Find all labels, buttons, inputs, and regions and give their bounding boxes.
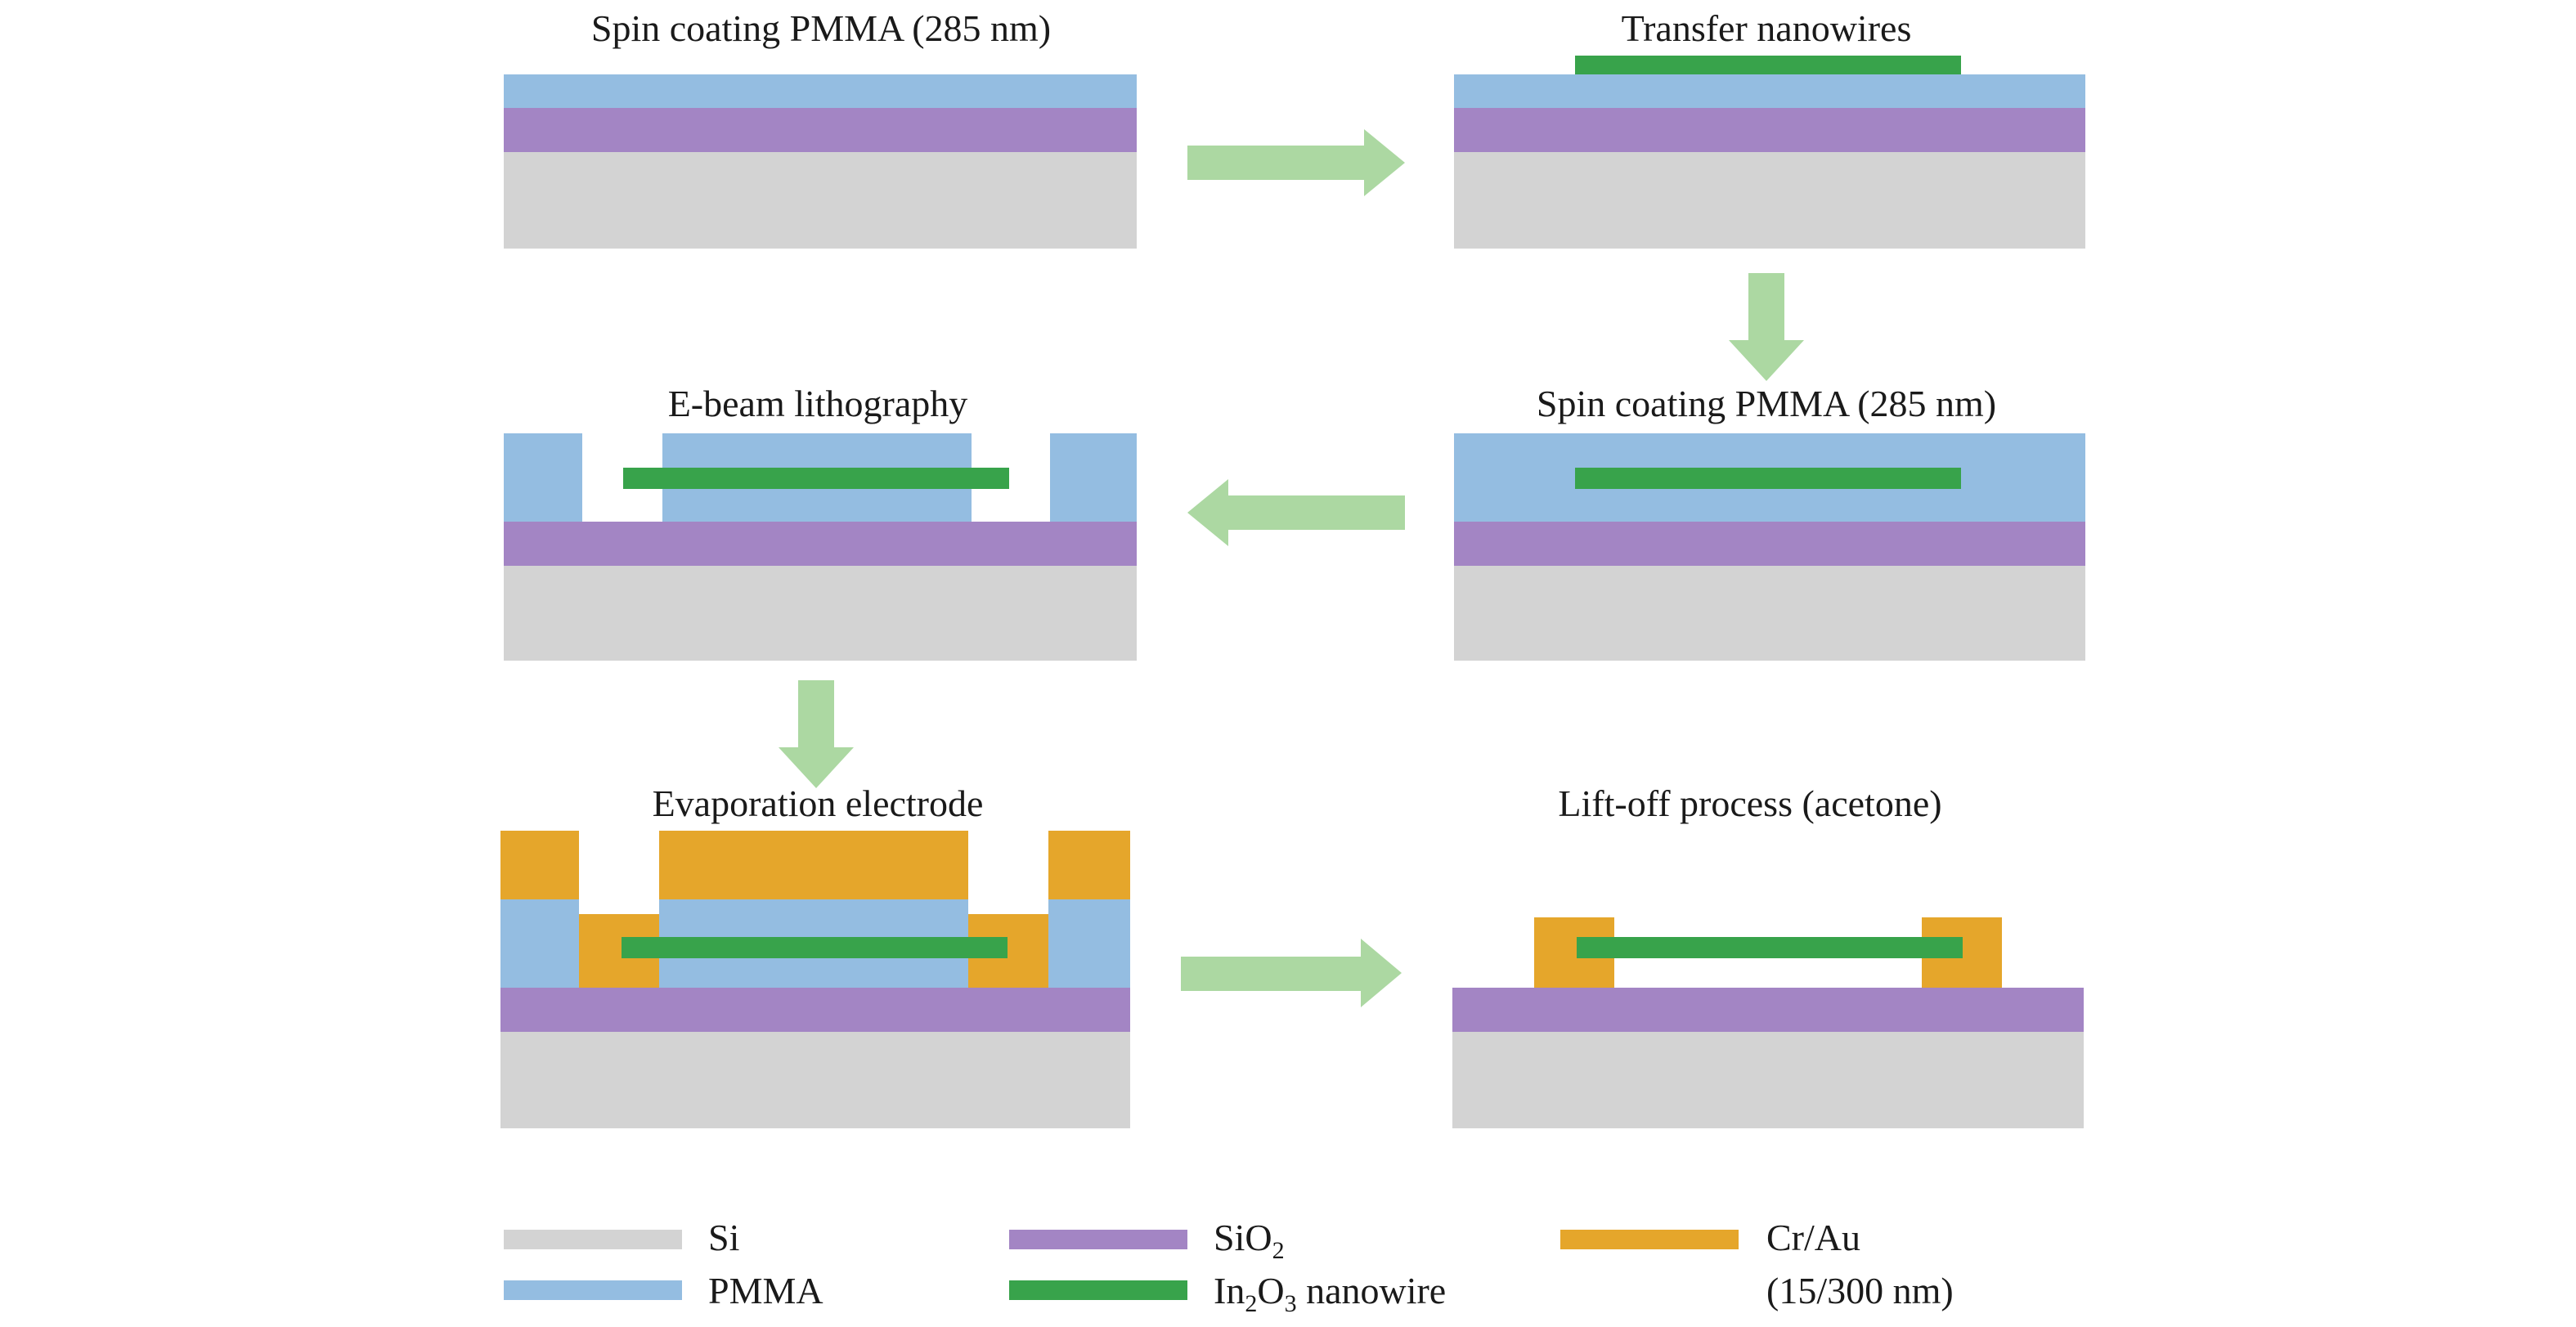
step-3-panel: E-beam lithography [504, 383, 1137, 661]
step-6-si-layer [1452, 1032, 2084, 1128]
step-6-sio2-layer [1452, 988, 2084, 1032]
step-4-si-layer [1454, 566, 2085, 661]
step-2-nanowire [1575, 56, 1961, 74]
legend-si-swatch [504, 1230, 682, 1249]
step-1-si-layer [504, 152, 1137, 249]
legend-nw-o: O [1257, 1270, 1284, 1311]
arrow-down-2 [779, 680, 854, 788]
arrow-right-2 [1181, 939, 1402, 1007]
legend-pmma-swatch [504, 1280, 682, 1300]
step-1-panel: Spin coating PMMA (285 nm) [504, 7, 1137, 249]
step-6-nanowire [1577, 937, 1963, 958]
legend-crau-thickness: (15/300 nm) [1766, 1270, 1954, 1311]
legend-crau-label: Cr/Au [1766, 1217, 1860, 1258]
step-1-sio2-layer [504, 108, 1137, 152]
step-5-si-layer [500, 1032, 1130, 1128]
arrow-down-1 [1729, 273, 1804, 381]
arrow-right-1 [1187, 129, 1405, 196]
step-6-title: Lift-off process (acetone) [1558, 782, 1941, 824]
legend-nanowire-label: In2O3 nanowire [1214, 1270, 1446, 1317]
step-5-nanowire [622, 937, 1008, 958]
step-3-pmma-right [1050, 433, 1137, 522]
step-2-si-layer [1454, 152, 2085, 249]
step-3-title: E-beam lithography [668, 383, 968, 424]
step-4-title: Spin coating PMMA (285 nm) [1537, 383, 1996, 424]
legend-crau-swatch [1560, 1230, 1739, 1249]
step-5-metal-top-left [500, 831, 579, 899]
step-4-panel: Spin coating PMMA (285 nm) [1454, 383, 2085, 661]
legend-sio2-sub: 2 [1272, 1237, 1285, 1264]
step-1-pmma-layer [504, 74, 1137, 108]
step-6-panel: Lift-off process (acetone) [1452, 782, 2084, 1128]
step-5-pmma-left [500, 899, 579, 988]
legend-nw-in: In [1214, 1270, 1245, 1311]
step-3-si-layer [504, 566, 1137, 661]
step-5-metal-top-right [1048, 831, 1130, 899]
legend-si-label: Si [708, 1217, 739, 1258]
arrow-left-1 [1187, 479, 1405, 546]
step-5-sio2-layer [500, 988, 1130, 1032]
step-2-panel: Transfer nanowires [1454, 7, 2085, 249]
legend-sio2-swatch [1009, 1230, 1187, 1249]
legend: Si PMMA SiO2 In2O3 nanowire Cr/Au (15/30… [504, 1217, 1954, 1317]
legend-nw-sub1: 2 [1245, 1290, 1257, 1317]
legend-nw-tail: nanowire [1297, 1270, 1447, 1311]
step-5-panel: Evaporation electrode [500, 782, 1130, 1128]
legend-nw-sub2: 3 [1285, 1290, 1297, 1317]
step-3-sio2-layer [504, 522, 1137, 566]
step-5-title: Evaporation electrode [653, 782, 984, 824]
step-1-title: Spin coating PMMA (285 nm) [591, 7, 1051, 49]
step-5-pmma-right [1048, 899, 1130, 988]
step-3-pmma-left [504, 433, 582, 522]
legend-nanowire-swatch [1009, 1280, 1187, 1300]
step-2-pmma-layer [1454, 74, 2085, 108]
legend-sio2-label: SiO2 [1214, 1217, 1285, 1264]
step-3-nanowire [623, 468, 1009, 489]
step-5-metal-top-center [659, 831, 968, 899]
legend-sio2-base: SiO [1214, 1217, 1272, 1258]
step-2-sio2-layer [1454, 108, 2085, 152]
step-2-title: Transfer nanowires [1622, 7, 1912, 49]
step-4-nanowire [1575, 468, 1961, 489]
step-4-sio2-layer [1454, 522, 2085, 566]
legend-pmma-label: PMMA [708, 1270, 824, 1311]
